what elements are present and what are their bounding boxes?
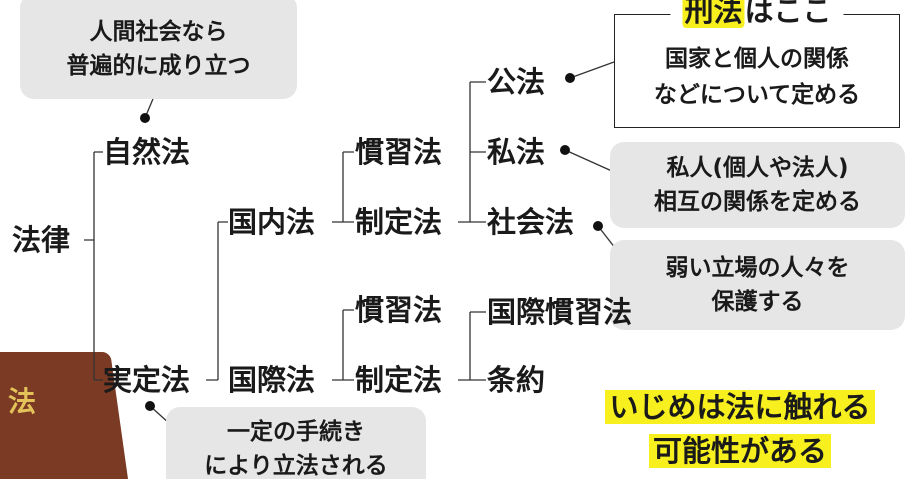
note-line: 保護する bbox=[711, 289, 804, 315]
private-law-note: 私人(個人や法人) 相互の関係を定める bbox=[610, 142, 905, 228]
note-line: などについて定める bbox=[653, 82, 861, 108]
node-social-law: 社会法 bbox=[487, 205, 575, 239]
public-dot bbox=[565, 73, 575, 83]
node-intl-custom: 慣習法 bbox=[355, 293, 443, 327]
note-line: いじめは法に触れる bbox=[605, 390, 875, 424]
positive-law-note: 一定の手続き により立法される bbox=[166, 407, 426, 479]
node-domestic-enacted: 制定法 bbox=[355, 205, 443, 239]
node-domestic-law: 国内法 bbox=[228, 205, 316, 239]
social-law-note: 弱い立場の人々を 保護する bbox=[610, 240, 905, 330]
domestic-connector bbox=[332, 151, 354, 223]
public-law-note-title: 刑法はここ bbox=[670, 0, 844, 29]
node-natural-law: 自然法 bbox=[103, 135, 191, 169]
social-dot bbox=[593, 221, 603, 231]
node-international-law: 国際法 bbox=[228, 363, 316, 397]
note-line: 人間社会なら bbox=[89, 18, 228, 45]
note-line: 可能性がある bbox=[648, 434, 831, 468]
intl-enacted-connector bbox=[458, 311, 486, 381]
node-law: 法律 bbox=[12, 223, 71, 257]
node-positive-law: 実定法 bbox=[103, 363, 191, 397]
title-highlight: 刑法 bbox=[682, 0, 745, 28]
private-dot bbox=[560, 145, 570, 155]
node-domestic-custom: 慣習法 bbox=[355, 135, 443, 169]
intl-connector bbox=[332, 309, 354, 381]
note-line: 普遍的に成り立つ bbox=[66, 52, 251, 79]
node-private-law: 私法 bbox=[487, 135, 546, 169]
node-intl-enacted: 制定法 bbox=[355, 363, 443, 397]
positive-connector bbox=[206, 221, 228, 381]
public-law-note: 刑法はここ 国家と個人の関係 などについて定める bbox=[614, 0, 900, 128]
node-treaty: 条約 bbox=[487, 363, 546, 397]
bullying-note: いじめは法に触れる 可能性がある bbox=[575, 385, 905, 473]
note-line: 国家と個人の関係 bbox=[665, 46, 849, 72]
note-line: 弱い立場の人々を bbox=[665, 255, 850, 281]
public-pointer bbox=[569, 61, 615, 79]
root-connector bbox=[84, 151, 103, 381]
note-line: により立法される bbox=[204, 453, 388, 479]
note-line: 一定の手続き bbox=[227, 419, 365, 445]
natural-dot bbox=[140, 113, 150, 123]
book-label: 法 bbox=[8, 385, 37, 418]
enacted-connector bbox=[458, 81, 486, 223]
positive-dot bbox=[145, 401, 155, 411]
node-public-law: 公法 bbox=[487, 65, 546, 99]
note-line: 私人(個人や法人) bbox=[666, 155, 849, 181]
title-rest: はここ bbox=[744, 0, 832, 28]
node-intl-customary-law: 国際慣習法 bbox=[487, 295, 633, 329]
note-line: 相互の関係を定める bbox=[654, 189, 861, 215]
natural-law-note: 人間社会なら 普遍的に成り立つ bbox=[20, 0, 297, 99]
